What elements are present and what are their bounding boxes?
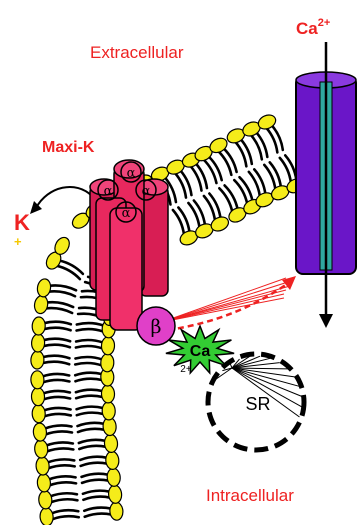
lipid-tail <box>46 442 73 445</box>
lipid-tail <box>80 457 107 460</box>
lipid-head <box>33 423 47 442</box>
lipid-tail <box>46 448 73 451</box>
lipid-tail <box>77 323 104 326</box>
sr-ray <box>230 364 232 368</box>
beta-subunit-label: β <box>151 316 162 338</box>
lipid-head <box>31 351 45 370</box>
lipid-tail <box>83 491 110 494</box>
sr-label: SR <box>245 394 270 414</box>
maxi-k-channel <box>90 160 168 330</box>
lipid-tail <box>75 373 102 376</box>
lipid-tail <box>77 423 104 426</box>
lipid-tail <box>44 322 71 325</box>
lipid-tail <box>82 474 109 477</box>
lipid-tail <box>78 429 105 432</box>
lipid-tail <box>47 302 74 307</box>
lipid-head <box>101 337 115 356</box>
intracellular-label: Intracellular <box>206 486 294 505</box>
lipid-head <box>34 440 48 459</box>
lipid-tail <box>49 476 76 479</box>
lipid-tail <box>44 414 71 417</box>
lipid-tail <box>47 459 74 462</box>
lipid-tail <box>51 499 78 502</box>
alpha-subunit-label: α <box>127 166 136 181</box>
lipid-tail <box>49 482 76 485</box>
lipid-head <box>31 371 45 390</box>
lipid-tail <box>75 363 102 366</box>
lipid-tail <box>79 440 106 443</box>
lipid-head <box>106 468 120 487</box>
lipid-tail <box>42 380 69 383</box>
calcium-ion-label-top: Ca2+ <box>296 17 330 38</box>
lipid-tail <box>75 357 102 360</box>
lipid-tail <box>77 407 104 410</box>
alpha-subunit-label: α <box>104 184 113 199</box>
lipid-head <box>32 317 46 336</box>
lipid-head <box>38 490 52 509</box>
potassium-ion-label: K <box>14 210 30 235</box>
lipid-head <box>37 473 51 492</box>
lipid-tail <box>76 396 103 399</box>
lipid-head <box>32 404 46 423</box>
lipid-tail <box>81 463 108 466</box>
lipid-head <box>101 385 115 404</box>
calcium-spark-charge: 2+ <box>180 364 192 375</box>
lipid-tail <box>43 345 70 348</box>
signal-dashed-arrow <box>168 282 290 330</box>
lipid-tail <box>76 390 103 393</box>
lipid-tail <box>79 446 106 449</box>
lipid-head <box>108 485 122 504</box>
lipid-head <box>102 402 116 421</box>
lipid-tail <box>84 508 111 511</box>
lipid-tail <box>43 397 70 400</box>
potassium-efflux-arrow <box>36 187 92 208</box>
lipid-tail <box>48 291 75 296</box>
lipid-tail <box>85 514 112 517</box>
lipid-head <box>31 334 45 353</box>
sr-ray <box>232 368 302 396</box>
alpha-cylinder <box>110 208 142 330</box>
lipid-head <box>35 457 49 476</box>
lipid-tail <box>51 510 78 513</box>
lipid-tail <box>83 497 110 500</box>
lipid-tail <box>50 493 77 496</box>
lipid-head <box>31 387 45 406</box>
extracellular-label: Extracellular <box>90 43 184 62</box>
lipid-head <box>36 278 52 298</box>
calcium-spark-label: Ca <box>190 343 211 360</box>
maxi-k-label: Maxi-K <box>42 139 95 156</box>
lipid-tail <box>49 285 76 290</box>
lipid-tail <box>45 431 72 434</box>
lipid-tail <box>43 339 70 342</box>
lipid-tail <box>42 356 69 359</box>
lipid-tail <box>76 346 103 349</box>
lipid-head <box>100 354 114 373</box>
lipid-tail <box>77 329 104 332</box>
lipid-tail <box>76 340 103 343</box>
potassium-charge-label: + <box>14 234 22 249</box>
lipid-head <box>104 434 118 453</box>
lipid-head <box>33 295 49 315</box>
lipid-head <box>39 507 53 525</box>
alpha-subunit-label: α <box>142 184 151 199</box>
lipid-tail <box>42 374 69 377</box>
lipid-head <box>109 502 123 521</box>
lipid-tail <box>82 480 109 483</box>
lipid-tail <box>44 328 71 331</box>
lipid-tail <box>43 391 70 394</box>
lipid-tail <box>77 413 104 416</box>
alpha-subunit-label: α <box>122 206 131 221</box>
lipid-tail <box>52 516 79 519</box>
lipid-tail <box>75 379 102 382</box>
lipid-tail <box>46 308 73 313</box>
signal-lines <box>162 278 290 322</box>
sarcoplasmic-reticulum: SR <box>208 354 304 450</box>
lipid-tail <box>42 362 69 365</box>
lipid-tail <box>48 465 75 468</box>
lipid-tail <box>45 425 72 428</box>
lipid-head <box>105 451 119 470</box>
lipid-tail <box>44 408 71 411</box>
